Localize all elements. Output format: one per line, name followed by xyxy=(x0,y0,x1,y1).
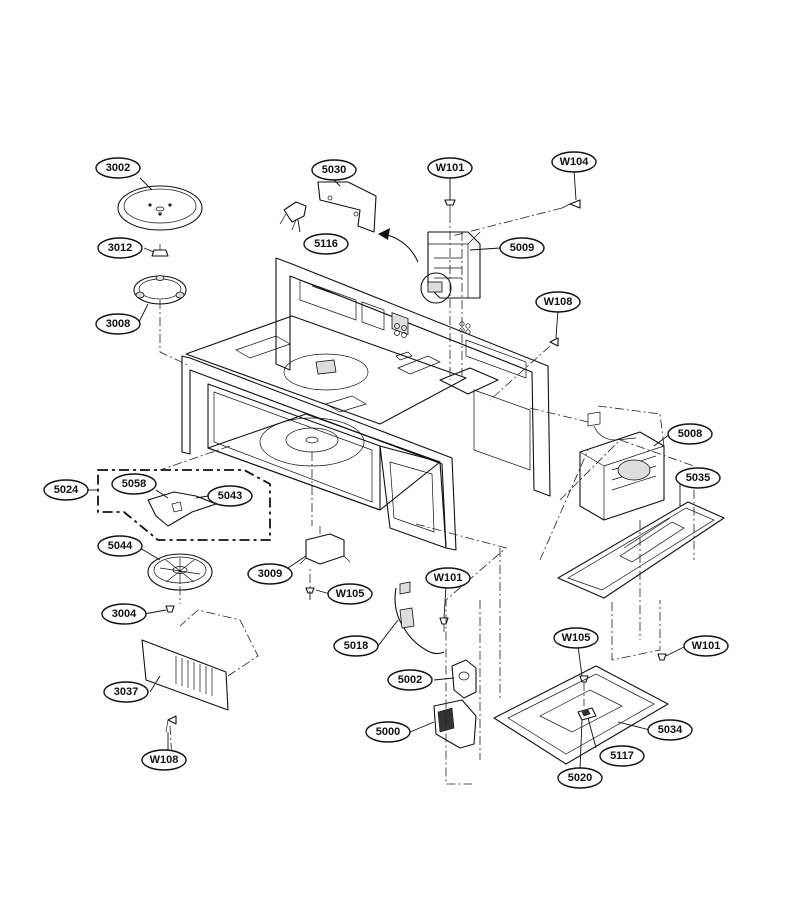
callout-3009: 3009 xyxy=(247,563,293,585)
callout-3037: 3037 xyxy=(103,681,149,703)
svg-text:W108: W108 xyxy=(544,296,573,308)
callout-5117: 5117 xyxy=(599,745,645,767)
callout-5020: 5020 xyxy=(557,767,603,789)
svg-text:W101: W101 xyxy=(692,640,721,652)
screw-3004 xyxy=(165,605,175,613)
svg-text:5034: 5034 xyxy=(658,724,683,736)
callout-5116: 5116 xyxy=(303,233,349,255)
leader-lines xyxy=(88,169,687,771)
screw-w101-top xyxy=(444,199,456,214)
callout-w104: W104 xyxy=(551,151,597,173)
svg-text:3008: 3008 xyxy=(106,318,130,330)
svg-text:W105: W105 xyxy=(562,632,591,644)
callout-w105-right: W105 xyxy=(553,627,599,649)
turntable-coupler xyxy=(151,244,169,257)
stirrer-fan xyxy=(147,553,213,591)
svg-text:W101: W101 xyxy=(434,572,463,584)
svg-text:W101: W101 xyxy=(436,162,465,174)
screw-w108-bottom xyxy=(165,715,177,733)
screw-w104 xyxy=(561,199,581,209)
lead-wire xyxy=(394,581,445,655)
roller-ring xyxy=(133,275,187,305)
svg-text:5018: 5018 xyxy=(344,640,368,652)
svg-text:3012: 3012 xyxy=(108,242,132,254)
svg-text:5116: 5116 xyxy=(314,238,338,250)
svg-text:W108: W108 xyxy=(150,754,179,766)
callout-3012: 3012 xyxy=(97,237,143,259)
svg-text:5009: 5009 xyxy=(510,242,534,254)
svg-text:3002: 3002 xyxy=(106,162,130,174)
stirrer-assembly xyxy=(97,469,271,541)
svg-text:W104: W104 xyxy=(560,156,590,168)
svg-text:5024: 5024 xyxy=(54,484,79,496)
callout-5035: 5035 xyxy=(675,467,721,489)
callout-5000: 5000 xyxy=(365,721,411,743)
svg-text:3009: 3009 xyxy=(258,568,282,580)
callout-w105-left: W105 xyxy=(327,583,373,605)
thermal-fuse xyxy=(279,201,307,231)
svg-text:3037: 3037 xyxy=(114,686,138,698)
svg-text:5020: 5020 xyxy=(568,772,592,784)
oven-cavity-chassis xyxy=(181,257,551,551)
svg-text:5030: 5030 xyxy=(322,164,346,176)
screw-w101-mid xyxy=(439,617,449,632)
callout-5030: 5030 xyxy=(311,159,357,181)
assembly-centerlines xyxy=(159,207,695,785)
svg-text:5117: 5117 xyxy=(610,750,634,762)
callout-w101-mid: W101 xyxy=(425,567,471,589)
svg-text:5044: 5044 xyxy=(108,540,133,552)
callout-labels: 3002 3012 3008 5030 5116 W101 W104 5009 … xyxy=(43,151,729,789)
callout-5002: 5002 xyxy=(387,669,433,691)
svg-text:5008: 5008 xyxy=(678,428,702,440)
callout-5043: 5043 xyxy=(207,485,253,507)
svg-text:W105: W105 xyxy=(336,588,365,600)
turntable-glass-tray xyxy=(117,185,203,231)
sensor-5117 xyxy=(577,707,597,721)
base-plate xyxy=(557,501,725,599)
callout-w108-bottom: W108 xyxy=(141,749,187,771)
callout-w101-right: W101 xyxy=(683,635,729,657)
svg-text:5043: 5043 xyxy=(218,490,242,502)
screw-w105-right xyxy=(579,675,589,683)
callout-w101-top: W101 xyxy=(427,157,473,179)
direction-arrow xyxy=(378,228,419,263)
svg-text:5002: 5002 xyxy=(398,674,422,686)
screw-w101-right xyxy=(657,653,667,661)
svg-text:5058: 5058 xyxy=(122,478,146,490)
vent-grille xyxy=(141,639,229,711)
callout-3004: 3004 xyxy=(101,603,147,625)
callout-5024: 5024 xyxy=(43,479,89,501)
svg-text:5035: 5035 xyxy=(686,472,710,484)
callout-5008: 5008 xyxy=(667,423,713,445)
holder-5000 xyxy=(433,699,477,749)
bracket-clamp xyxy=(451,659,477,699)
bracket-plate xyxy=(317,181,377,233)
bottom-plate xyxy=(493,665,669,765)
callout-5018: 5018 xyxy=(333,635,379,657)
high-voltage-transformer xyxy=(579,411,665,521)
callout-w108-top: W108 xyxy=(535,291,581,313)
callout-3002: 3002 xyxy=(95,157,141,179)
callout-3008: 3008 xyxy=(95,313,141,335)
callout-5009: 5009 xyxy=(499,237,545,259)
callout-5044: 5044 xyxy=(97,535,143,557)
callout-5058: 5058 xyxy=(111,473,157,495)
turntable-motor xyxy=(299,526,351,565)
callout-5034: 5034 xyxy=(647,719,693,741)
svg-text:3004: 3004 xyxy=(112,608,137,620)
magnetron xyxy=(420,231,481,304)
screw-w108-top xyxy=(549,337,559,347)
svg-text:5000: 5000 xyxy=(376,726,400,738)
